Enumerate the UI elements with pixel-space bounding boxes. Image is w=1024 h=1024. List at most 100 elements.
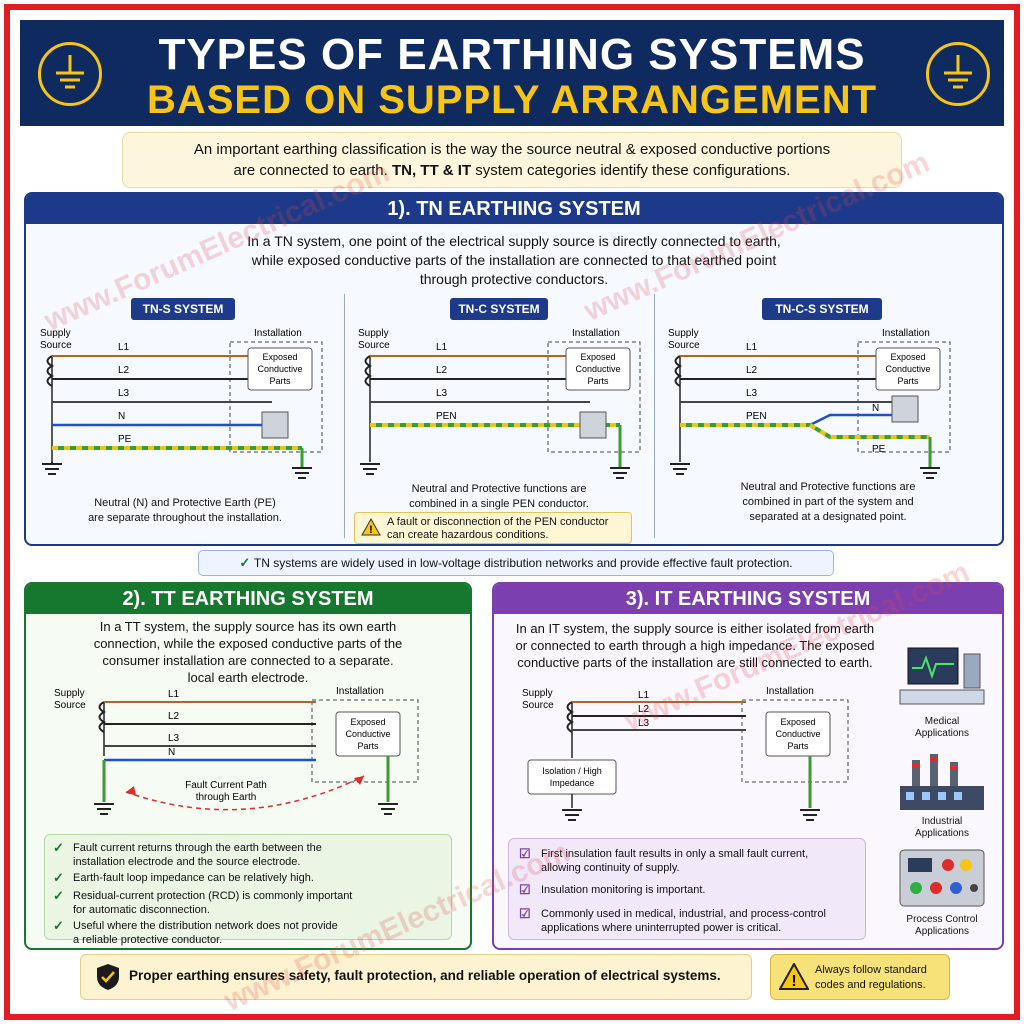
svg-text:Source: Source xyxy=(522,700,554,711)
footer-message: Proper earthing ensures safety, fault pr… xyxy=(129,968,721,983)
svg-text:L3: L3 xyxy=(746,388,758,399)
svg-text:Parts: Parts xyxy=(357,741,379,751)
earth-icon xyxy=(360,463,380,475)
svg-text:L1: L1 xyxy=(746,342,758,353)
tn-c-s-title: TN-C-S SYSTEM xyxy=(762,298,882,320)
transformer-coil xyxy=(674,355,683,387)
earth-symbol-icon xyxy=(38,42,102,106)
svg-text:Isolation / High: Isolation / High xyxy=(542,766,602,776)
tn-s-title: TN-S SYSTEM xyxy=(131,298,235,320)
transformer-coil xyxy=(46,355,55,387)
l2-label: L2 xyxy=(118,365,130,376)
tt-description: In a TT system, the supply source has it… xyxy=(93,619,403,685)
svg-text:Exposed: Exposed xyxy=(350,717,385,727)
tn-s-diagram: Supply Source Installation L1 L2 L3 N PE… xyxy=(40,328,323,479)
appliance-box xyxy=(579,411,607,439)
warning-icon: ! xyxy=(779,963,809,990)
installation-box xyxy=(857,341,951,453)
svg-text:PE: PE xyxy=(872,444,886,455)
exposed-parts-box xyxy=(765,711,831,757)
intro-line2: are connected to earth. TN, TT & IT syst… xyxy=(233,162,791,179)
it-heading: 3). IT EARTHING SYSTEM xyxy=(494,584,1002,614)
poster-frame: TYPES OF EARTHING SYSTEMS BASED ON SUPPL… xyxy=(4,4,1020,1020)
svg-text:Installation: Installation xyxy=(766,686,814,697)
svg-text:Exposed: Exposed xyxy=(780,717,815,727)
medical-monitor-icon xyxy=(899,647,985,705)
tt-diagram: Supply Source Installation L1 L2 L3 N Ex… xyxy=(54,686,419,815)
earth-icon xyxy=(292,467,312,479)
it-panel: 3). IT EARTHING SYSTEM In an IT system, … xyxy=(492,582,1004,950)
shield-icon xyxy=(97,964,119,990)
supply-label: Supply xyxy=(40,328,71,339)
pe-label: PE xyxy=(118,434,132,445)
it-description: In an IT system, the supply source is ei… xyxy=(515,621,875,670)
pen-warning: ! A fault or disconnection of the PEN co… xyxy=(354,512,632,544)
svg-text:L3: L3 xyxy=(168,733,180,744)
tn-c-s-caption: Neutral and Protective functions are com… xyxy=(740,481,916,523)
svg-text:Installation: Installation xyxy=(572,328,620,339)
it-bullets: ☑First insulation fault results in only … xyxy=(508,838,866,940)
svg-text:Parts: Parts xyxy=(269,376,291,386)
svg-text:L1: L1 xyxy=(168,689,180,700)
tn-c-diagram: Supply Source Installation L1 L2 L3 PEN … xyxy=(358,328,641,479)
appliance-box xyxy=(261,411,289,439)
earth-icon xyxy=(562,809,582,821)
installation-label: Installation xyxy=(254,328,302,339)
footer-reminder: ! Always follow standard codes and regul… xyxy=(770,954,950,1000)
it-diagram: Supply Source Installation L1 L2 L3 Expo… xyxy=(522,686,849,821)
header-banner: TYPES OF EARTHING SYSTEMS BASED ON SUPPL… xyxy=(20,20,1004,126)
tn-c-caption: Neutral and Protective functions are com… xyxy=(409,483,589,510)
svg-text:Supply: Supply xyxy=(522,688,553,699)
svg-text:L2: L2 xyxy=(638,704,650,715)
divider xyxy=(344,294,345,538)
svg-text:L2: L2 xyxy=(436,365,448,376)
warning-icon: ! xyxy=(361,518,381,536)
pen-label: PEN xyxy=(436,411,457,422)
tn-c-s-diagram: Supply Source Installation L1 L2 L3 PEN … xyxy=(668,328,951,479)
svg-text:Parts: Parts xyxy=(587,376,609,386)
svg-text:!: ! xyxy=(791,973,796,990)
l1-label: L1 xyxy=(118,342,130,353)
svg-text:through Earth: through Earth xyxy=(196,792,257,803)
svg-text:Conductive: Conductive xyxy=(257,364,302,374)
installation-box xyxy=(311,699,419,783)
svg-text:Conductive: Conductive xyxy=(775,729,820,739)
svg-text:Parts: Parts xyxy=(897,376,919,386)
svg-text:Source: Source xyxy=(358,340,390,351)
fault-path-label: Fault Current Path xyxy=(185,780,267,791)
svg-text:L3: L3 xyxy=(638,718,650,729)
earth-icon xyxy=(920,467,940,479)
svg-text:L1: L1 xyxy=(638,690,650,701)
n-line xyxy=(809,413,900,427)
earth-icon xyxy=(670,463,690,475)
appliance-box xyxy=(891,395,919,423)
svg-text:Installation: Installation xyxy=(882,328,930,339)
earth-icon xyxy=(378,803,398,815)
exposed-parts-box xyxy=(247,347,313,391)
svg-text:Conductive: Conductive xyxy=(885,364,930,374)
divider xyxy=(654,294,655,538)
svg-text:N: N xyxy=(168,747,175,758)
svg-text:N: N xyxy=(872,403,879,414)
l3-label: L3 xyxy=(118,388,130,399)
installation-box xyxy=(741,699,849,783)
svg-text:Installation: Installation xyxy=(336,686,384,697)
svg-text:Parts: Parts xyxy=(787,741,809,751)
svg-text:Exposed: Exposed xyxy=(262,352,297,362)
earth-icon xyxy=(800,809,820,821)
tn-c-title: TN-C SYSTEM xyxy=(450,298,548,320)
tn-note-banner: ✓ TN systems are widely used in low-volt… xyxy=(198,550,834,576)
svg-text:Exposed: Exposed xyxy=(580,352,615,362)
n-label: N xyxy=(118,411,125,422)
svg-text:Source: Source xyxy=(54,700,86,711)
factory-icon xyxy=(900,754,984,810)
tn-s-caption: Neutral (N) and Protective Earth (PE) ar… xyxy=(88,497,282,524)
intro-line1: An important earthing classification is … xyxy=(193,141,831,158)
earth-icon xyxy=(94,803,114,815)
transformer-coil xyxy=(364,355,373,387)
control-panel-icon xyxy=(899,849,985,907)
fault-path-arrow xyxy=(125,775,365,811)
